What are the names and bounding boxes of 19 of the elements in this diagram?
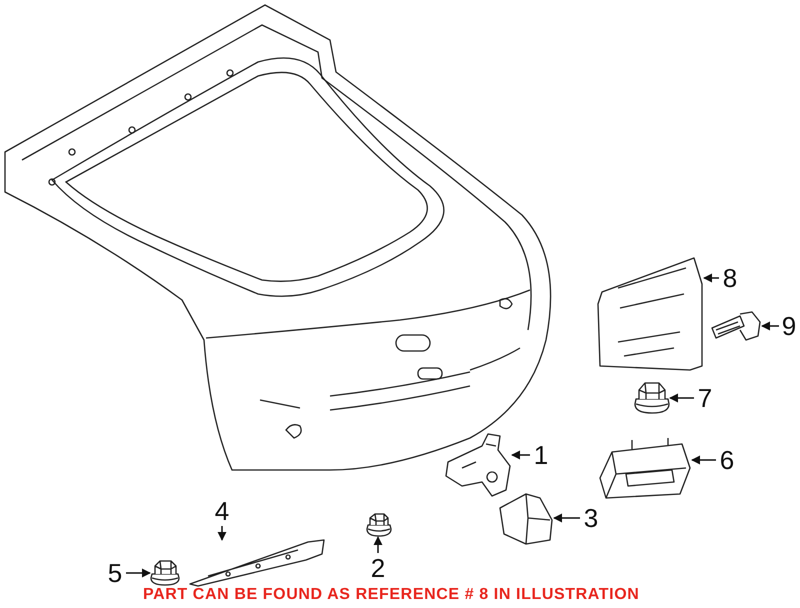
- leader-line: [218, 526, 226, 541]
- callout-number: 8: [719, 263, 741, 293]
- note-text: PART CAN BE FOUND AS REFERENCE # 8 IN ILLUSTRATION: [143, 586, 640, 604]
- leader-line: [761, 322, 779, 330]
- callout-number: 6: [716, 445, 738, 475]
- leader-line: [669, 394, 694, 402]
- leader-line: [374, 536, 382, 553]
- callout-number: 5: [104, 558, 126, 588]
- callout-number: 3: [580, 503, 602, 533]
- leader-line: [553, 514, 580, 522]
- callout-number: 1: [530, 440, 552, 470]
- leader-line: [126, 568, 151, 578]
- callout-number: 2: [367, 553, 389, 583]
- leader-line: [511, 450, 530, 460]
- leader-line: [691, 456, 716, 464]
- callout-number: 7: [694, 383, 716, 413]
- callout-number: 9: [779, 311, 799, 341]
- callout-number: 4: [211, 496, 233, 526]
- leader-line: [703, 274, 719, 282]
